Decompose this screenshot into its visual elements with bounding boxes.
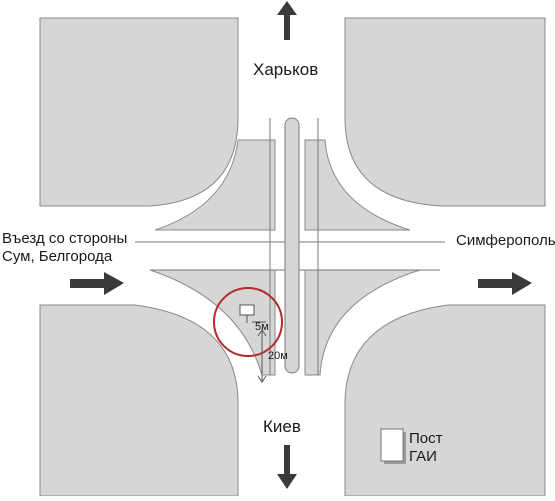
label-distance-5m: 5м — [255, 321, 269, 333]
island-south-right — [304, 269, 421, 376]
label-distance-20m: 20м — [268, 350, 288, 362]
label-north: Харьков — [253, 60, 318, 79]
road-sign-icon — [239, 304, 255, 316]
median-strip — [284, 117, 300, 374]
label-south: Киев — [263, 417, 301, 436]
island-north-right — [304, 139, 411, 231]
label-post-line2: ГАИ — [409, 448, 437, 465]
block-southeast — [344, 304, 546, 497]
dim-arrow-top — [257, 329, 267, 337]
block-southwest — [39, 304, 239, 497]
block-northeast — [344, 17, 546, 207]
block-northwest — [39, 17, 239, 207]
label-east: Симферополь — [456, 232, 555, 249]
arrow-right-icon-east — [478, 272, 532, 295]
label-west-line1: Въезд со стороны — [2, 230, 127, 247]
highlight-circle — [213, 287, 283, 357]
label-post-line1: Пост — [409, 430, 443, 447]
arrow-down-icon — [277, 445, 297, 489]
police-post-icon — [380, 428, 404, 462]
arrow-right-icon-west — [70, 272, 124, 295]
arrow-up-icon — [277, 1, 297, 40]
island-north-left — [154, 139, 276, 231]
label-west-line2: Сум, Белгорода — [2, 248, 113, 265]
dim-arrow-bottom — [257, 375, 267, 383]
